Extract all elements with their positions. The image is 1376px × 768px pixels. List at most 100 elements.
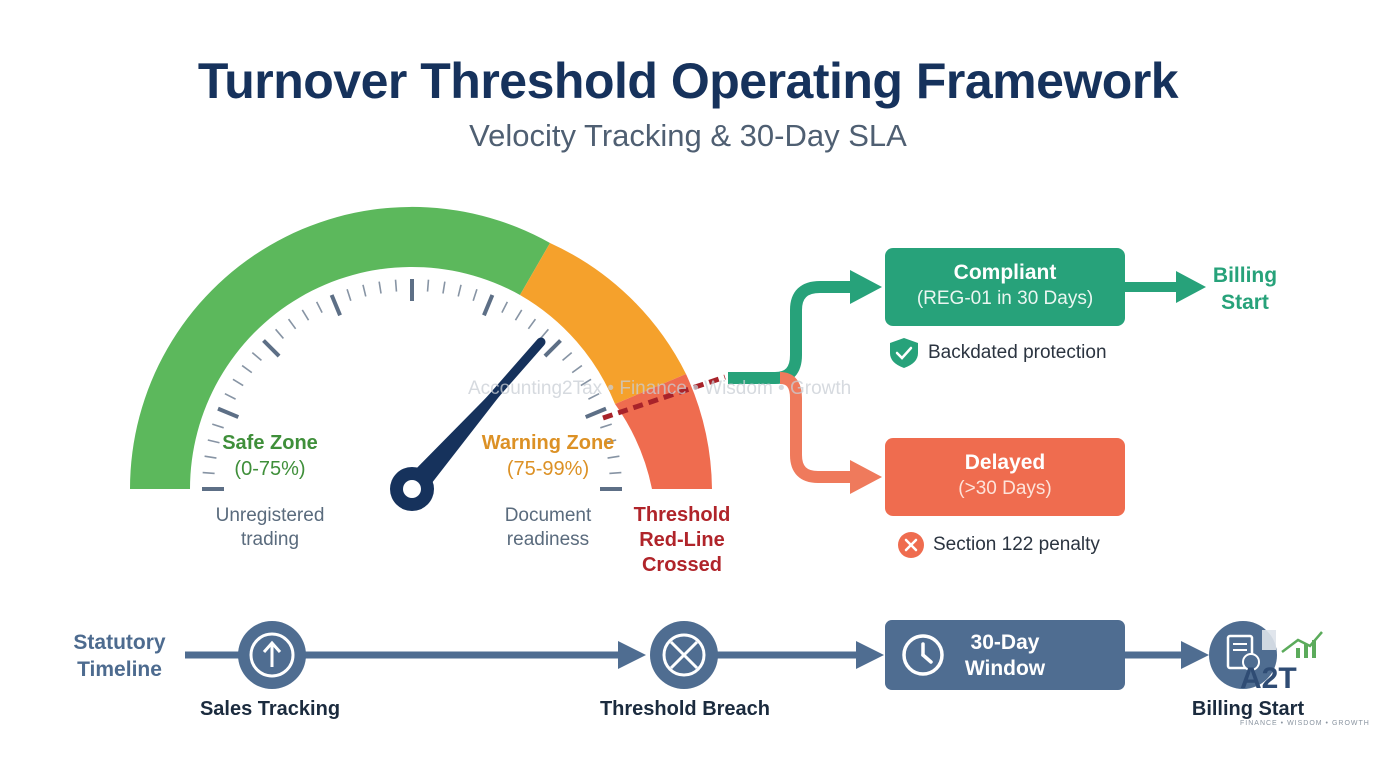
gauge-minor-tick: [204, 455, 217, 459]
gauge-safe-zone-arc: [129, 206, 550, 489]
logo-graphic: [1262, 630, 1323, 658]
gauge-minor-tick: [378, 281, 382, 294]
compliant-subtitle: (REG-01 in 30 Days): [916, 288, 1094, 309]
timeline-step-sales-tracking: Sales Tracking: [199, 698, 341, 720]
warning-zone-range: (75-99%): [506, 458, 590, 480]
gauge-minor-tick: [232, 378, 244, 387]
gauge-minor-tick: [212, 423, 224, 429]
gauge-minor-tick: [580, 378, 592, 387]
section-122-penalty-note: Section 122 penalty: [933, 534, 1100, 555]
timeline-step-30-day-window: [885, 620, 1125, 690]
branch-to-delayed: [779, 372, 852, 483]
logo-tagline: FINANCE • WISDOM • GROWTH: [1240, 720, 1370, 727]
gauge-minor-tick: [426, 279, 430, 292]
gauge-minor-tick: [527, 318, 537, 330]
clock-icon: [902, 634, 944, 676]
gauge-minor-tick: [301, 309, 310, 321]
gauge-minor-tick: [207, 439, 220, 444]
gauge-minor-tick: [562, 352, 573, 362]
safe-zone-title: Safe Zone: [222, 432, 318, 454]
page-title: Turnover Threshold Operating Framework: [197, 53, 1179, 109]
gauge-major-tick: [543, 339, 562, 358]
shield-check-icon: [890, 338, 918, 368]
statutory-timeline-label: Statutory Timeline: [52, 629, 187, 683]
compliant-box: Compliant (REG-01 in 30 Days): [885, 248, 1125, 326]
gauge-minor-tick: [202, 471, 215, 475]
gauge-minor-tick: [362, 284, 367, 297]
warning-zone-title: Warning Zone: [481, 432, 615, 454]
gauge-minor-tick: [346, 289, 352, 301]
gauge-minor-tick: [275, 328, 285, 339]
delayed-title: Delayed: [964, 451, 1046, 474]
billing-start-outcome: Billing Start: [1190, 262, 1300, 316]
warning-zone-description: Document readiness: [448, 504, 648, 552]
delayed-box: Delayed (>30 Days): [885, 438, 1125, 516]
gauge-minor-tick: [315, 301, 323, 313]
threshold-redline: [602, 374, 726, 421]
gauge-major-tick: [262, 339, 281, 358]
billing-start-line2: Start: [1221, 291, 1269, 314]
gauge-minor-tick: [539, 328, 549, 339]
gauge-major-tick: [482, 294, 495, 317]
gauge-minor-tick: [251, 352, 262, 362]
gauge-minor-tick: [287, 318, 297, 330]
gauge-minor-tick: [442, 281, 446, 294]
gauge-ticks: [202, 279, 622, 491]
redline-label: Threshold Red-Line Crossed: [612, 503, 752, 578]
statutory-timeline: [185, 621, 1277, 689]
gauge-major-tick: [584, 406, 607, 419]
redline-label-line1: Threshold: [633, 504, 731, 526]
breach-x-circle-icon: [650, 621, 718, 689]
gauge-minor-tick: [600, 423, 612, 429]
gauge-minor-tick: [571, 364, 583, 374]
statutory-timeline-label-line2: Timeline: [77, 658, 162, 681]
gauge-redline-zone-arc: [615, 374, 712, 489]
gauge-minor-tick: [472, 289, 478, 301]
gauge-needle-tip: [405, 340, 543, 497]
gauge-warning-zone-arc: [520, 243, 686, 404]
receipt-icon: [1209, 621, 1277, 689]
gauge: [129, 206, 712, 511]
gauge-major-tick: [329, 294, 342, 317]
gauge-hub-center: [403, 480, 421, 498]
gauge-minor-tick: [604, 439, 617, 444]
compliant-title: Compliant: [953, 261, 1057, 284]
safe-zone-description-line1: Unregistered: [215, 505, 325, 526]
arrow-up-circle-icon: [238, 621, 306, 689]
gauge-minor-tick: [457, 284, 462, 297]
warning-zone-description-line1: Document: [504, 505, 592, 526]
gauge-minor-tick: [224, 392, 236, 400]
statutory-timeline-label-line1: Statutory: [73, 631, 166, 654]
timeline-step-billing-start: Billing Start: [1191, 698, 1305, 720]
logo-mark: A2T: [1240, 662, 1297, 695]
timeline-step-threshold-breach: Threshold Breach: [599, 698, 771, 720]
delayed-subtitle: (>30 Days): [958, 478, 1052, 499]
gauge-minor-tick: [609, 471, 622, 475]
arrow-to-compliant: [850, 270, 882, 304]
gauge-major-tick: [217, 406, 240, 419]
gauge-minor-tick: [501, 301, 509, 313]
window-label-line2: Window: [964, 657, 1046, 680]
redline-label-line2: Red-Line: [639, 529, 725, 551]
redline-label-line3: Crossed: [641, 554, 723, 576]
arrow-to-billing-start: [1176, 271, 1206, 303]
arrow-to-delayed: [850, 460, 882, 494]
gauge-minor-tick: [394, 279, 398, 292]
page-subtitle: Velocity Tracking & 30-Day SLA: [469, 118, 907, 153]
backdated-protection-note: Backdated protection: [928, 342, 1107, 363]
x-circle-icon: [898, 532, 924, 558]
watermark-text: Accounting2Tax • Finance • Wisdom • Grow…: [468, 378, 852, 399]
window-label: 30-Day Window: [940, 630, 1070, 682]
safe-zone-description: Unregistered trading: [170, 504, 370, 552]
safe-zone-range: (0-75%): [234, 458, 306, 480]
safe-zone-description-line2: trading: [240, 529, 300, 550]
branch-to-compliant: [755, 281, 852, 384]
gauge-minor-tick: [607, 455, 620, 459]
gauge-minor-tick: [241, 364, 253, 374]
gauge-minor-tick: [588, 392, 600, 400]
gauge-minor-tick: [514, 309, 523, 321]
window-label-line1: 30-Day: [970, 631, 1040, 654]
warning-zone-description-line2: readiness: [506, 529, 590, 550]
billing-start-line1: Billing: [1212, 264, 1278, 287]
